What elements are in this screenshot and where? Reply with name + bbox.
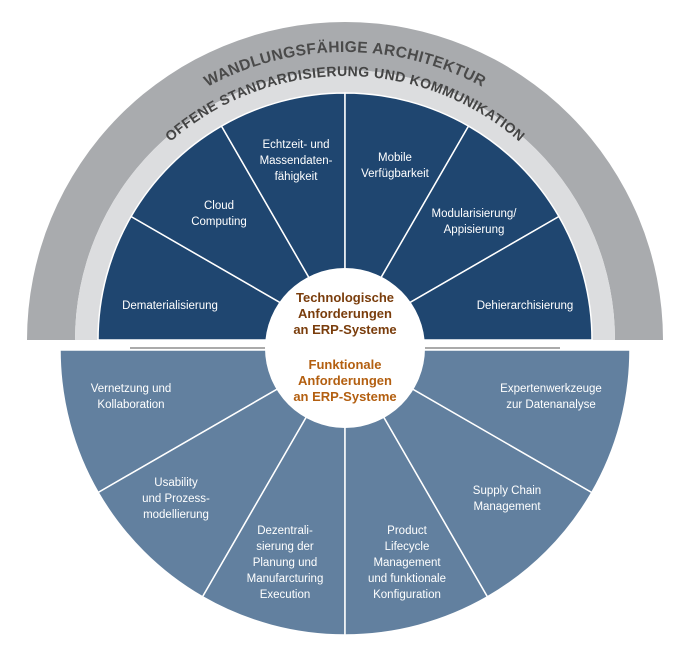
bottom-segment-2 xyxy=(97,347,348,598)
bottom-segment-2-label-line-1: Usability xyxy=(154,477,198,489)
center-circle xyxy=(265,268,425,428)
bottom-segment-4 xyxy=(344,347,489,636)
bottom-segment-4-label-line-5: Konfiguration xyxy=(373,589,441,601)
top-segment-4-label-line-1: Mobile xyxy=(378,152,412,164)
top-segment-3-label-line-1: Echtzeit- und xyxy=(262,139,329,151)
functional-center-label-line-3: an ERP-Systeme xyxy=(293,389,396,404)
bottom-segment-1-label-line-2: Kollaboration xyxy=(97,399,164,411)
bottom-segment-4-label-line-4: und funktionale xyxy=(368,573,446,585)
top-segment-5 xyxy=(342,125,560,343)
bottom-segment-4-label-line-1: Product xyxy=(387,525,427,537)
top-segment-3-label-line-3: fähigkeit xyxy=(275,171,319,183)
top-segment-1-label-line-1: Dematerialisierung xyxy=(122,300,218,312)
bottom-segment-2-label: Usability und Prozess-modellierung xyxy=(142,477,210,521)
technological-center-label-line-3: an ERP-Systeme xyxy=(293,322,396,337)
technological-center-label-line-2: Anforderungen xyxy=(298,306,392,321)
bottom-segment-4-label-line-3: Management xyxy=(373,557,441,569)
top-segment-5-label: Modularisierung/Appisierung xyxy=(431,208,517,236)
bottom-segment-5 xyxy=(342,347,593,598)
top-segment-5-label-line-2: Appisierung xyxy=(444,224,505,236)
functional-segments xyxy=(59,347,631,636)
bottom-segment-3-label-line-4: Manufarcturing xyxy=(247,573,324,585)
outer-ring-band xyxy=(27,22,663,340)
bottom-segment-2-label-line-2: und Prozess- xyxy=(142,493,210,505)
top-segment-2-label-line-2: Computing xyxy=(191,216,247,228)
top-segment-2-label-line-1: Cloud xyxy=(204,200,234,212)
functional-center-label-line-2: Anforderungen xyxy=(298,373,392,388)
top-segment-1-label: Dematerialisierung xyxy=(122,300,218,312)
top-segment-6-label: Dehierarchisierung xyxy=(477,300,574,312)
technological-segments xyxy=(97,92,593,343)
bottom-segment-3-label-line-2: sierung der xyxy=(256,541,314,553)
bottom-segment-3-label-line-3: Planung und xyxy=(253,557,318,569)
top-segment-3-label-line-2: Massendaten- xyxy=(260,155,333,167)
bottom-segment-2-label-line-3: modellierung xyxy=(143,509,209,521)
bottom-segment-1 xyxy=(59,349,348,494)
bottom-segment-6-label-line-1: Expertenwerkzeuge xyxy=(500,383,602,395)
top-segment-2 xyxy=(130,125,348,343)
bottom-segment-6-label-line-2: zur Datenanalyse xyxy=(506,399,596,411)
top-segment-5-label-line-1: Modularisierung/ xyxy=(431,208,517,220)
technological-center-label-line-1: Technologische xyxy=(296,290,394,305)
bottom-segment-1-label-line-1: Vernetzung und xyxy=(91,383,172,395)
bottom-segment-6 xyxy=(342,349,631,494)
bottom-segment-5-label-line-2: Management xyxy=(473,501,541,513)
bottom-segment-6-label: Expertenwerkzeuge zur Datenanalyse xyxy=(500,383,602,411)
top-segment-4-label-line-2: Verfügbarkeit xyxy=(361,168,430,180)
bottom-segment-3 xyxy=(201,347,346,636)
bottom-segment-3-label-line-1: Dezentrali- xyxy=(257,525,313,537)
functional-center-label-line-1: Funktionale xyxy=(309,357,382,372)
bottom-segment-4-label-line-2: Lifecycle xyxy=(385,541,430,553)
bottom-segment-3-label-line-5: Execution xyxy=(260,589,311,601)
top-segment-6-label-line-1: Dehierarchisierung xyxy=(477,300,574,312)
bottom-segment-5-label-line-1: Supply Chain xyxy=(473,485,541,497)
